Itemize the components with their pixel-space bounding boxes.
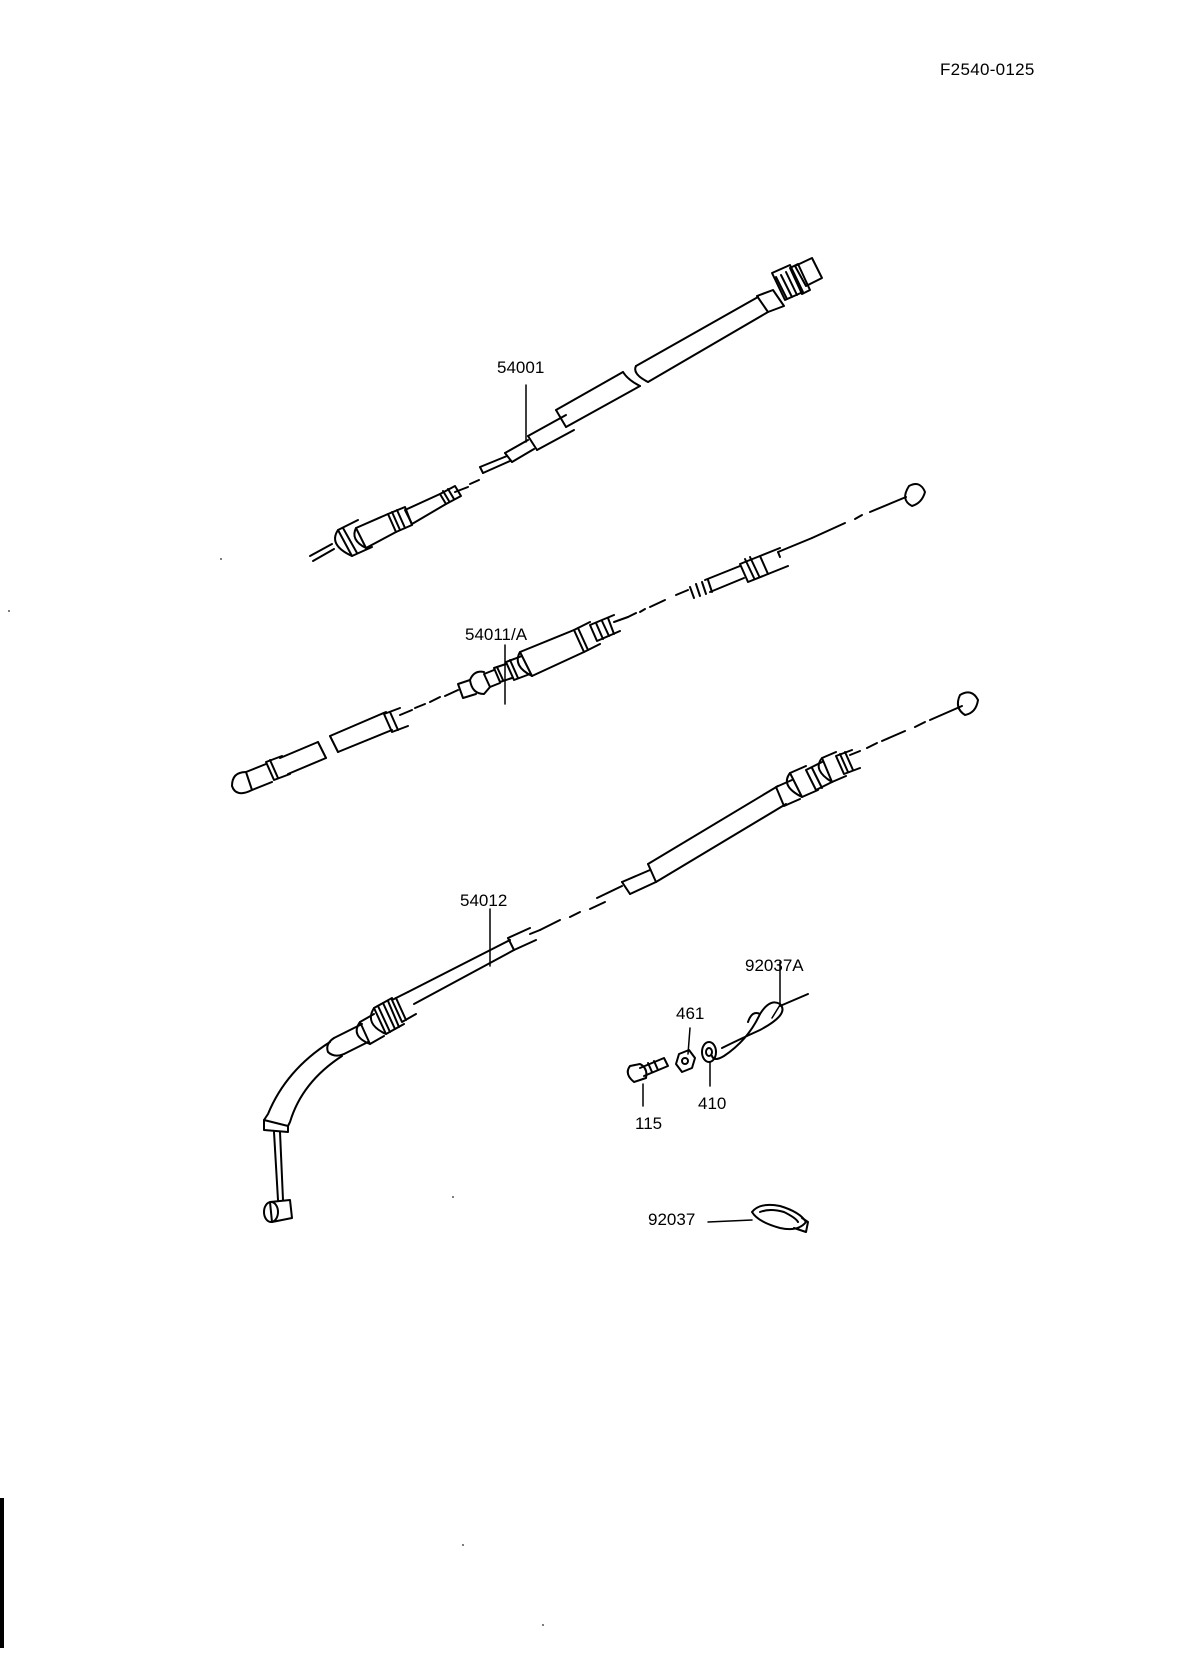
- throttle-cable-drawing: [263, 691, 979, 1223]
- scan-edge-mark: [0, 1498, 4, 1648]
- label-54012: 54012: [460, 891, 508, 910]
- drawing-code: F2540-0125: [940, 60, 1035, 79]
- label-92037a: 92037A: [745, 956, 804, 975]
- label-410: 410: [698, 1094, 727, 1113]
- clutch-cable-drawing: [231, 483, 926, 795]
- speedometer-cable-drawing: [309, 257, 823, 562]
- scan-speck: [542, 1624, 544, 1626]
- label-115: 115: [635, 1114, 663, 1133]
- scan-speck: [8, 610, 10, 612]
- scan-speck: [452, 1196, 454, 1198]
- label-461: 461: [676, 1004, 705, 1023]
- label-54001: 54001: [497, 358, 545, 377]
- label-54011-a: 54011/A: [465, 625, 528, 644]
- scan-speck: [220, 558, 222, 560]
- bolt-washer-clamp-drawing: [626, 993, 809, 1233]
- leader-lines: [489, 384, 781, 1223]
- label-92037: 92037: [648, 1210, 696, 1229]
- scan-speck: [462, 1544, 464, 1546]
